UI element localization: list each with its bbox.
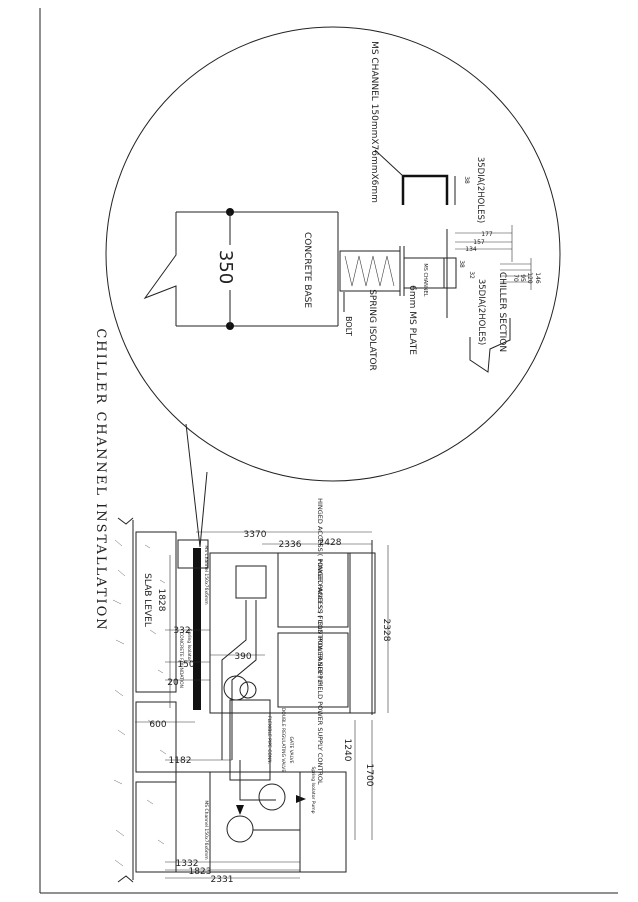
concrete-foundation-lower <box>135 781 177 873</box>
holes-bottom-label: 35DIA(2HOLES) <box>476 279 486 345</box>
chiller-section-label: CHILLER SECTION <box>497 272 507 352</box>
concrete-base-label: CONCRETE BASE <box>302 232 312 308</box>
drawing-title: CHILLER CHANNEL INSTALLATION <box>93 328 108 631</box>
control-panel-label: HINGED ACCESS ( CONTROL PANEL ) FIELD PO… <box>316 559 324 785</box>
pipe-fitting-1 <box>223 675 249 701</box>
dim-1332-label: 1332 <box>176 859 199 869</box>
pump-1 <box>258 783 286 811</box>
dim-1828-label: 1828 <box>156 589 166 612</box>
dim-1240-label: 1240 <box>342 739 352 762</box>
dim-600-label: 600 <box>149 720 166 730</box>
pipe-fitting-2 <box>239 681 257 699</box>
dim-1700-label: 1700 <box>364 764 374 787</box>
dim-390-label: 390 <box>234 652 251 662</box>
dim-146-label: 146 <box>534 272 541 284</box>
detail-leader-line-2 <box>199 471 208 548</box>
power-panel-label: HINGED ACCESS ( POWER PANELS ) FIELD POW… <box>316 498 324 686</box>
channel-end-upper <box>177 539 209 569</box>
gate-valve-label: GATE VALVE <box>288 736 294 763</box>
dim-157-label: 157 <box>473 239 485 246</box>
dim-20-label: 20 <box>167 678 179 688</box>
flow-arrow-2 <box>296 795 306 803</box>
detail-callout: 350 CONCRETE BASE SPRING ISOLATOR BOLT 6… <box>105 26 561 548</box>
concrete-foundation-upper <box>135 531 177 693</box>
dim-332-label: 332 <box>173 626 190 636</box>
detail-circle <box>105 26 561 482</box>
ms-plate-label: 6mm MS PLATE <box>407 285 417 355</box>
spring-isolator-detail: SPRING ISOLATOR BOLT <box>339 246 405 371</box>
ms-channel-label: MS CHANNEL 150mmX76mmX6mm <box>369 41 379 203</box>
dim-1823-label: 1823 <box>189 867 212 877</box>
concrete-foundation-label: CONCRETE FOUNDATION <box>178 632 184 688</box>
dim-2336-label: 2336 <box>279 540 302 550</box>
chiller-plan-view: SLAB LEVEL HINGED ACCESS ( POWER PANELS … <box>112 498 391 885</box>
dim-70-label: 70 <box>512 274 519 282</box>
spring-isolator-small-label: Spring Isolator <box>186 629 192 662</box>
pump-base-frame <box>175 771 347 873</box>
dim-120-label: 120 <box>526 272 533 284</box>
control-panel-box <box>277 632 349 708</box>
dim-134-label: 134 <box>465 246 477 253</box>
spring-isolator-pump-label: Spring Isolator Pump <box>310 767 316 814</box>
plan-dimensions: 3370 2336 2428 2328 1828 332 390 150 20 … <box>135 530 391 885</box>
slab-level-label: SLAB LEVEL <box>142 573 152 627</box>
slab-hatch <box>112 539 126 867</box>
dim-2328-label: 2328 <box>381 619 391 642</box>
pump-2 <box>226 815 254 843</box>
ms-channel-beam <box>193 548 201 710</box>
concrete-base-detail: 350 CONCRETE BASE <box>143 208 339 330</box>
ms-plate-channel-detail: 6mm MS PLATE MS CHANNEL <box>403 229 457 355</box>
dim-95-label: 95 <box>519 274 526 282</box>
compressor-box <box>235 565 267 599</box>
ms-channel-lower-label: MS Channel 150x76x6mm <box>203 800 209 859</box>
dim-2331-label: 2331 <box>211 875 234 885</box>
dim-350-label: 350 <box>215 250 236 284</box>
pipe-header <box>229 699 271 781</box>
channel-dimensions: 177 157 134 146 120 95 70 38 32 35DIA(2H… <box>455 225 541 373</box>
detail-leader-line <box>185 423 201 548</box>
dim-150-label: 150 <box>177 660 194 670</box>
dim-38-label: 38 <box>463 176 470 184</box>
dim-3370-label: 3370 <box>244 530 267 540</box>
channel-small-label: MS Channel 150x76x6mm <box>203 545 209 604</box>
double-regulating-label: DOUBLE REGULATING VALVE <box>280 708 286 773</box>
holes-top-label: 35DIA(2HOLES) <box>475 157 485 223</box>
flow-arrow-1 <box>236 805 244 815</box>
flexible-joint-label: FLEXIBLE PIPE CONN. <box>266 716 272 764</box>
dim-32-label: 32 <box>468 271 475 279</box>
bolt-label: BOLT <box>344 316 353 336</box>
dim-1182-label: 1182 <box>169 756 192 766</box>
dim-2428-label: 2428 <box>319 538 342 548</box>
ms-channel-small-label: MS CHANNEL <box>422 263 428 296</box>
spring-isolator-label: SPRING ISOLATOR <box>367 289 377 371</box>
power-panel-box <box>277 552 349 628</box>
dim-177-label: 177 <box>481 231 493 238</box>
top-channel-profile: MS CHANNEL 150mmX76mmX6mm 35DIA(2HOLES) … <box>369 41 485 223</box>
concrete-foundation-mid <box>135 701 177 773</box>
dim-38b-label: 38 <box>458 260 465 268</box>
